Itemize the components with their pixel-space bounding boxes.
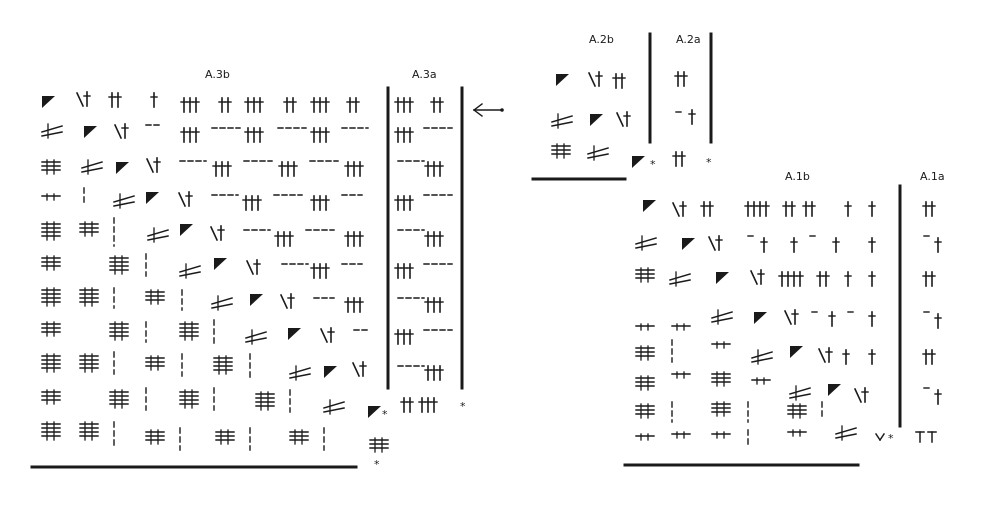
diag-line [81, 167, 103, 173]
label-a1a: A.1a [920, 170, 945, 183]
diag-line [711, 311, 733, 319]
star-symbol: * [650, 158, 656, 171]
triangle-symbol [116, 162, 129, 174]
triangle-symbol [146, 192, 159, 204]
triangle-symbol [84, 126, 97, 138]
triangle-symbol [682, 238, 695, 250]
triangle-symbol [368, 406, 381, 418]
label-a2a: A.2a [676, 33, 701, 46]
slant-stick [279, 293, 289, 310]
triangle-symbol [754, 312, 767, 324]
slant-stick [75, 91, 85, 108]
slant-stick [113, 123, 123, 140]
diag-line [245, 337, 267, 343]
slant-stick [245, 259, 255, 276]
arrow-head [473, 109, 483, 117]
diag-line [289, 367, 311, 375]
diag-line [551, 115, 573, 123]
slant-stick [853, 387, 863, 404]
diag-line [635, 237, 657, 245]
diag-line [179, 271, 201, 277]
label-a2b: A.2b [589, 33, 614, 46]
diag-line [179, 265, 201, 273]
triangle-symbol [590, 114, 603, 126]
diag-line [751, 351, 773, 359]
label-a1b: A.1b [785, 170, 810, 183]
diag-line [835, 433, 857, 439]
label-a3a: A.3a [412, 68, 437, 81]
triangle-symbol [828, 384, 841, 396]
diag-line [147, 229, 169, 237]
diag-line [789, 393, 811, 399]
triangle-symbol [790, 346, 803, 358]
slant-stick [209, 225, 219, 242]
triangle-symbol [716, 272, 729, 284]
triangle-symbol [324, 366, 337, 378]
arrow-head [473, 103, 483, 111]
diag-line [113, 195, 135, 203]
star-symbol: * [706, 156, 712, 169]
star-symbol: * [382, 408, 388, 421]
triangle-symbol [214, 258, 227, 270]
arrow-dot [500, 108, 504, 112]
slant-stick [177, 191, 187, 208]
triangle-symbol [180, 224, 193, 236]
diag-line [587, 147, 609, 155]
slant-stick [587, 71, 597, 88]
diag-line [113, 201, 135, 207]
diag-line [789, 387, 811, 395]
diag-line [835, 427, 857, 435]
triangle-symbol [250, 294, 263, 306]
diag-line [551, 121, 573, 127]
star-symbol: * [374, 458, 380, 471]
diag-line [587, 153, 609, 159]
diag-line [211, 297, 233, 305]
diag-line [635, 243, 657, 249]
slant-stick [615, 111, 625, 128]
diag-line [211, 303, 233, 309]
triangle-symbol [288, 328, 301, 340]
v-mark [878, 432, 886, 442]
diag-line [669, 273, 691, 281]
v-mark [874, 432, 882, 442]
triangle-symbol [643, 200, 656, 212]
slant-stick [319, 327, 329, 344]
diag-line [669, 279, 691, 285]
triangle-symbol [42, 96, 55, 108]
diag-line [41, 125, 63, 133]
slant-stick [707, 235, 717, 252]
triangle-symbol [556, 74, 569, 86]
star-symbol: * [460, 400, 466, 413]
slant-stick [783, 309, 793, 326]
diag-line [323, 401, 345, 409]
star-symbol: * [888, 432, 894, 445]
diag-line [81, 161, 103, 169]
slant-stick [351, 361, 361, 378]
slant-stick [749, 269, 759, 286]
slant-stick [671, 201, 681, 218]
diag-line [751, 357, 773, 363]
diag-line [711, 317, 733, 323]
slant-stick [817, 347, 827, 364]
diag-line [323, 407, 345, 413]
diag-line [147, 235, 169, 241]
slant-stick [145, 157, 155, 174]
diag-line [41, 131, 63, 137]
diag-line [245, 331, 267, 339]
triangle-symbol [632, 156, 645, 168]
diag-line [289, 373, 311, 379]
label-a3b: A.3b [205, 68, 230, 81]
